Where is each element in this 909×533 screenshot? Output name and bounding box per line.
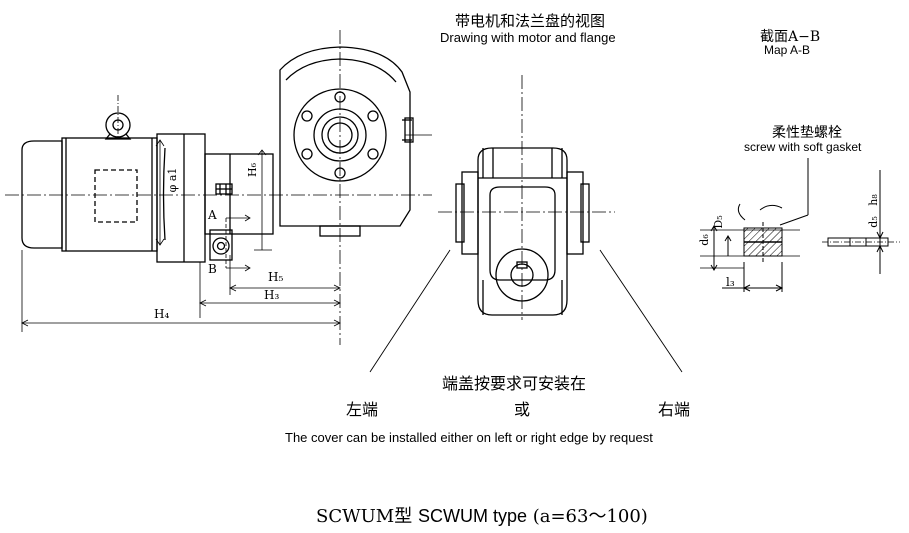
dim-d5-cap: D₅	[712, 215, 725, 228]
view-title-cn: 带电机和法兰盘的视图	[455, 12, 606, 30]
section-title-cn: 截面A−B	[760, 29, 821, 45]
footer-range: (a=63～100)	[532, 506, 648, 527]
gearbox-housing	[279, 46, 411, 227]
dim-h6: H₆	[246, 162, 259, 177]
or-label: 或	[514, 400, 531, 419]
front-view	[438, 75, 615, 320]
dim-h4-label: H₄	[154, 307, 170, 321]
dim-d5: d₅	[867, 216, 880, 227]
footer-type-en: SCWUM type	[417, 506, 527, 526]
section-title-en: Map A-B	[764, 43, 811, 57]
cover-note-en: The cover can be installed either on lef…	[285, 430, 653, 445]
side-view-dimensions	[21, 139, 341, 332]
dim-h8: h₈	[867, 194, 880, 206]
dim-h5-label: H₅	[268, 270, 284, 284]
motor-body	[21, 140, 63, 249]
bolt-title-cn: 柔性垫螺栓	[772, 125, 842, 141]
cover-note-cn: 端盖按要求可安装在	[442, 374, 587, 393]
terminal-box-outline	[94, 169, 138, 223]
bolt-title-en: screw with soft gasket	[744, 140, 862, 154]
dim-a-label: A	[208, 208, 217, 222]
right-end-label: 右端	[658, 400, 691, 419]
bolt-detail	[700, 158, 900, 292]
view-title-en: Drawing with motor and flange	[440, 30, 616, 45]
dim-l3-label: l₃	[726, 275, 735, 289]
left-end-label: 左端	[346, 400, 379, 419]
dim-h3-label: H₃	[264, 288, 280, 302]
footer-type: SCWUM型 SCWUM type (a=63～100)	[316, 502, 648, 528]
footer-type-prefix: SCWUM型	[316, 506, 413, 527]
dim-b-label: B	[208, 262, 217, 276]
dim-d6: d₆	[698, 234, 711, 246]
output-flange	[293, 88, 387, 182]
dim-phi-a1: φ a1	[166, 168, 179, 193]
side-view	[5, 30, 432, 345]
end-leaders	[369, 249, 683, 373]
